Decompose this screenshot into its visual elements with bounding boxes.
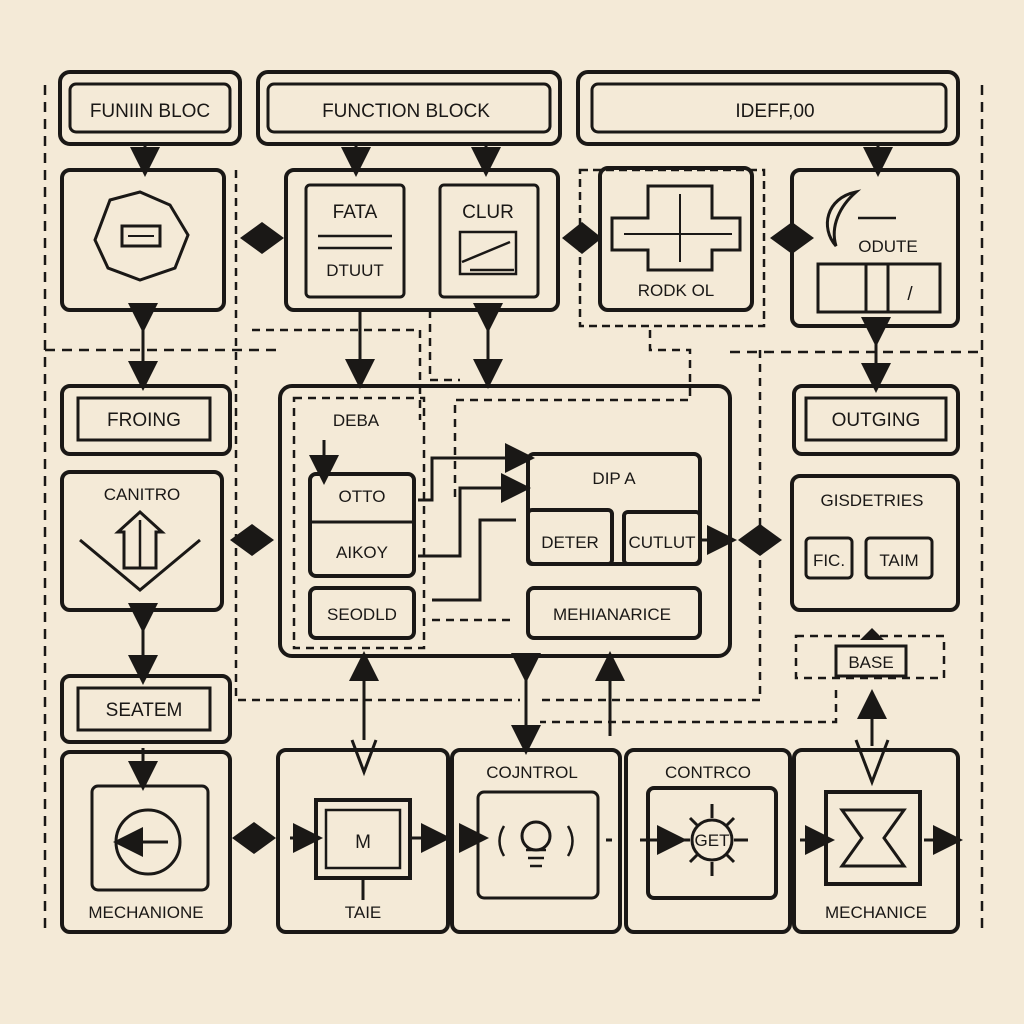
diamond-row2-a [240, 222, 284, 254]
lightbulb-icon [520, 820, 552, 852]
diamond-bottom [232, 822, 276, 854]
output-block: ODUTE / [790, 168, 960, 328]
center-block: DEBA OTTO AIKOY SEODLD DIP A DETER CUTLU… [278, 384, 737, 658]
rodk-block: RODK OL [578, 166, 766, 328]
mehianarice-label: MEHIANARICE [553, 605, 671, 624]
process-block-gear [60, 168, 226, 312]
diamond-row2-b [562, 222, 602, 254]
mechanione-label: MECHANIONE [88, 903, 203, 922]
froing-block: FROING [60, 384, 232, 456]
bottom-block-mechanione: MECHANIONE [60, 750, 232, 934]
header-arrows [130, 144, 893, 177]
header-right-label: IDEFF,00 [735, 101, 814, 122]
mechanice-label: MECHANICE [825, 903, 927, 922]
get-label: GET [695, 831, 730, 850]
header-left-label: FUNIIN BLOC [90, 101, 210, 122]
data-block: FATA DTUUT CLUR [284, 168, 560, 312]
header-block-right: IDEFF,00 [576, 70, 960, 146]
clur-label: CLUR [462, 202, 514, 223]
taie-label: TAIE [345, 903, 382, 922]
canitro-block: CANITRO [60, 470, 224, 612]
diamond-row3-a [230, 524, 274, 556]
bottom-block-taie: M TAIE [276, 739, 451, 934]
cutlut-label: CUTLUT [628, 533, 695, 552]
bottom-block-cojntrol: COJNTROL [450, 748, 622, 934]
hourglass-icon [839, 808, 907, 868]
base-label: BASE [848, 653, 893, 672]
canitro-label: CANITRO [104, 485, 181, 504]
moon-icon [825, 189, 862, 247]
debea-label: DEBA [333, 411, 380, 430]
row2-dashed-connectors [234, 170, 762, 702]
contrco-label: CONTRCO [665, 763, 751, 782]
gear-icon [93, 190, 190, 282]
gisdetries-label: GISDETRIES [821, 491, 924, 510]
center-bottom-connectors [128, 651, 887, 791]
m-label: M [355, 832, 371, 853]
bottom-block-mechanice: MECHANICE [792, 739, 963, 934]
seatem-label: SEATEM [106, 700, 183, 721]
outging-block: OUTGING [792, 384, 960, 456]
sun-gear-icon [690, 818, 734, 862]
header-center-label: FUNCTION BLOCK [322, 101, 490, 122]
rodk-ol-label: RODK OL [638, 281, 715, 300]
header-block-left: FUNIIN BLOC [58, 70, 242, 146]
taim-label: TAIM [879, 551, 918, 570]
bottom-block-contrco: CONTRCO GET [606, 748, 792, 934]
otto-label: OTTO [339, 487, 386, 506]
header-block-center: FUNCTION BLOCK [256, 70, 562, 146]
gisdetries-block: GISDETRIES FIC. TAIM [790, 474, 960, 612]
outging-label: OUTGING [832, 410, 921, 431]
odute-label: ODUTE [858, 237, 918, 256]
cojntrol-label: COJNTROL [486, 763, 578, 782]
deter-label: DETER [541, 533, 599, 552]
froing-label: FROING [107, 410, 181, 431]
dtuut-label: DTUUT [326, 261, 384, 280]
outer-dashed-frame [43, 85, 984, 930]
diamond-row3-b [738, 524, 782, 556]
fic-label: FIC. [813, 551, 845, 570]
slash-label: / [907, 284, 913, 305]
row2-connectors [128, 303, 891, 393]
fata-label: FATA [333, 202, 378, 223]
arrow-up-icon [114, 509, 166, 570]
base-block: BASE [540, 628, 946, 724]
seodld-label: SEODLD [327, 605, 397, 624]
aikoy-label: AIKOY [336, 543, 388, 562]
cross-network-icon [610, 184, 742, 272]
dipa-label: DIP A [592, 469, 636, 488]
seatem-block: SEATEM [60, 674, 232, 744]
